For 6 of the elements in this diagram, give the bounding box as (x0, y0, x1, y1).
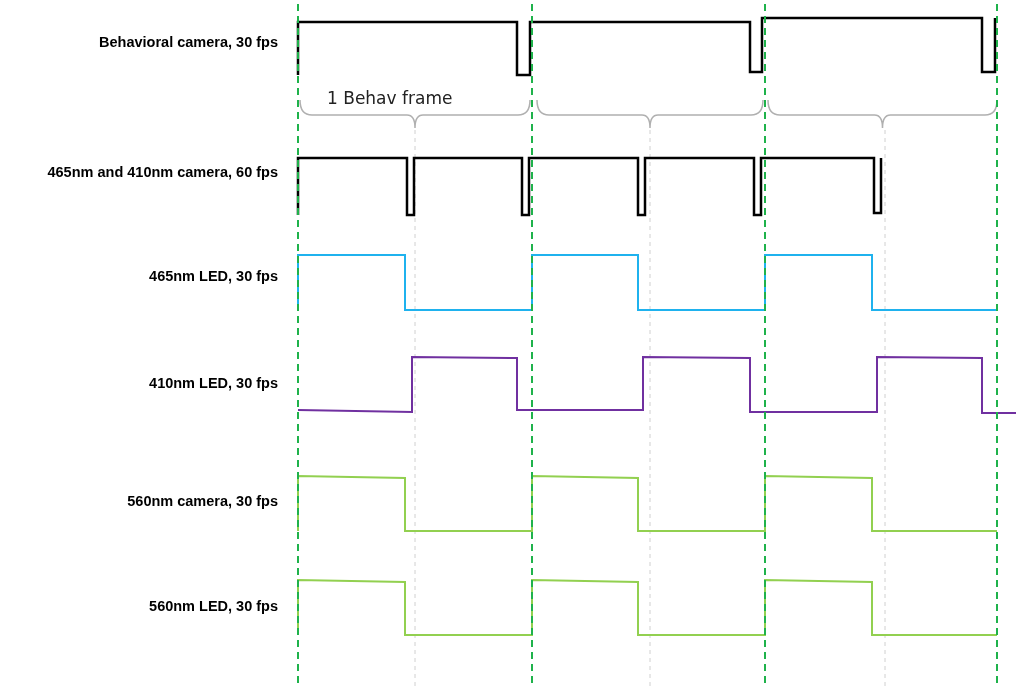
signal-label: 560nm LED, 30 fps (148, 597, 278, 616)
signal-label: 410nm LED, 30 fps (148, 374, 278, 393)
signal-label: 465nm LED, 30 fps (148, 267, 278, 286)
signal-label: 560nm camera, 30 fps (126, 492, 278, 511)
signal-label: Behavioral camera, 30 fps (98, 33, 278, 52)
signal-label: 465nm and 410nm camera, 60 fps (46, 163, 278, 182)
